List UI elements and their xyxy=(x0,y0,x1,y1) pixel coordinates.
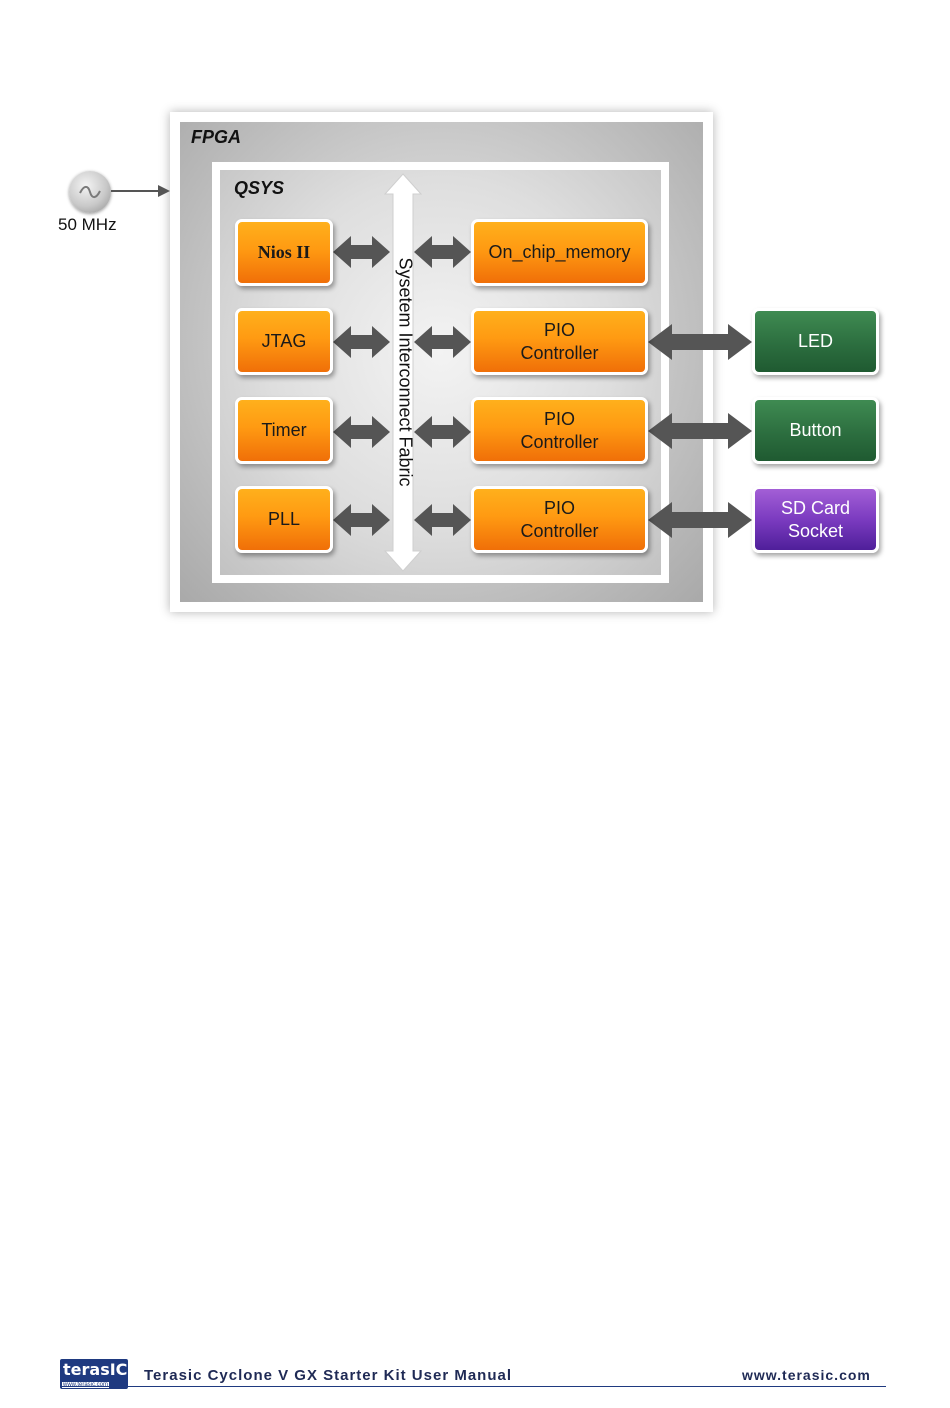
jtag-block: JTAG xyxy=(235,308,333,375)
pio-controller-button-block: PIO Controller xyxy=(471,397,648,464)
clock-arrow xyxy=(111,185,170,197)
pio-controller-sdcard-block: PIO Controller xyxy=(471,486,648,553)
button-peripheral: Button xyxy=(752,397,879,464)
timer-block: Timer xyxy=(235,397,333,464)
on-chip-memory-block: On_chip_memory xyxy=(471,219,648,286)
footer-url: www.terasic.com xyxy=(742,1367,871,1383)
footer-title: Terasic Cyclone V GX Starter Kit User Ma… xyxy=(144,1367,512,1384)
pio-controller-led-block: PIO Controller xyxy=(471,308,648,375)
terasic-logo: terasIC www.terasic.com xyxy=(60,1359,128,1389)
footer-divider xyxy=(60,1386,886,1387)
peripheral-arrows xyxy=(648,324,752,538)
pll-block: PLL xyxy=(235,486,333,553)
nios-ii-block: Nios II xyxy=(235,219,333,286)
left-bus-arrows xyxy=(333,236,390,536)
sd-card-socket-peripheral: SD Card Socket xyxy=(752,486,879,553)
right-bus-arrows xyxy=(414,236,471,536)
led-peripheral: LED xyxy=(752,308,879,375)
